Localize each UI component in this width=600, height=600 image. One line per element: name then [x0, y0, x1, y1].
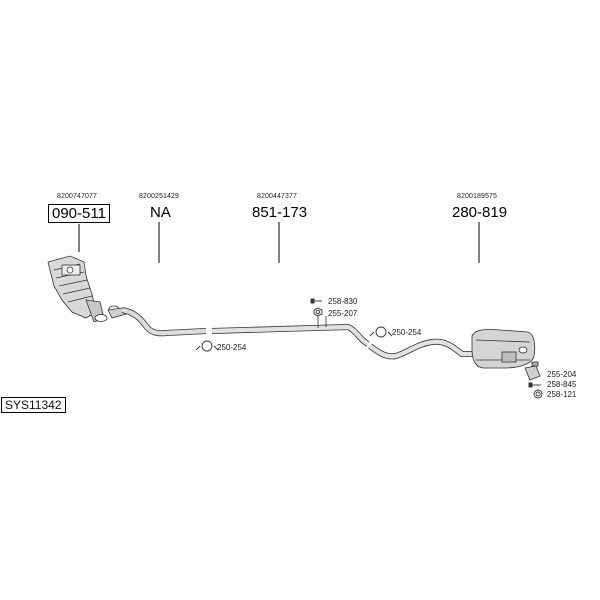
- label-bolt-rear[interactable]: 258-845: [547, 380, 577, 389]
- center-pipe-drawing: [211, 316, 370, 347]
- ring-rear-drawing: [533, 389, 543, 399]
- part-number-1[interactable]: 090-511: [48, 204, 110, 223]
- catalytic-converter-drawing: [47, 255, 108, 323]
- part-number-3[interactable]: 851-173: [252, 204, 308, 221]
- bolt-rear-drawing: [528, 382, 541, 388]
- label-ring-rear[interactable]: 258-121: [547, 390, 577, 399]
- part-number-2[interactable]: NA: [150, 204, 171, 221]
- oe-number-2: 8200251429: [139, 193, 179, 200]
- rear-muffler-drawing: [471, 328, 536, 369]
- nut-mid-drawing: [313, 307, 323, 317]
- label-clamp-rear[interactable]: 250-254: [392, 328, 422, 337]
- rear-pipe-drawing: [368, 338, 480, 360]
- oe-number-1: 8200747077: [57, 193, 97, 200]
- label-clamp-front[interactable]: 250-254: [217, 343, 247, 352]
- oe-number-4: 8200189575: [457, 193, 497, 200]
- label-bracket-rear[interactable]: 255-204: [547, 370, 577, 379]
- part-number-4[interactable]: 280-819: [452, 204, 508, 221]
- bolt-mid-drawing: [310, 298, 322, 304]
- label-bolt-mid[interactable]: 258-830: [328, 297, 358, 306]
- system-code-badge: SYS11342: [1, 397, 66, 413]
- label-nut-mid[interactable]: 255-207: [328, 309, 358, 318]
- clamp-rear-drawing: [369, 326, 393, 338]
- clamp-front-drawing: [195, 340, 219, 352]
- front-pipe-drawing: [107, 305, 207, 337]
- bracket-rear-drawing: [524, 361, 541, 381]
- oe-number-3: 8200447377: [257, 193, 297, 200]
